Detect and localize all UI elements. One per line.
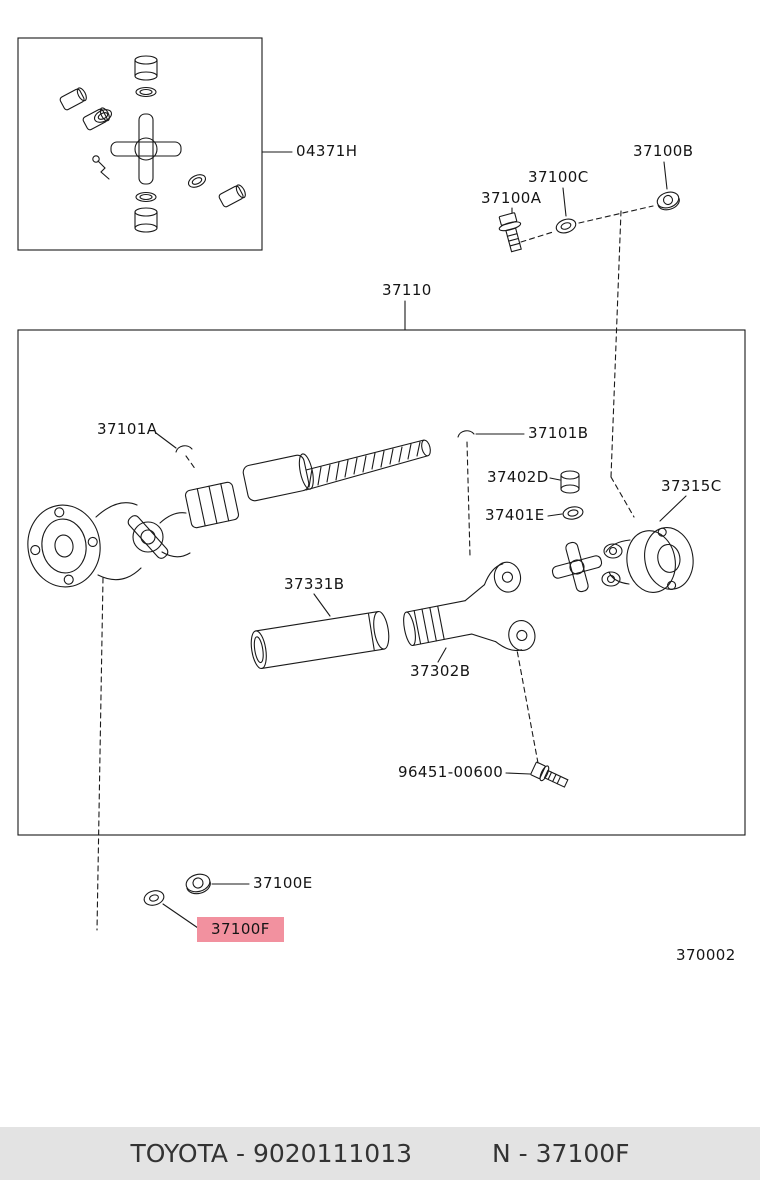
footer-part-ref: N - 37100F <box>492 1139 630 1168</box>
universal-joint-kit-drawing <box>59 55 246 233</box>
kit-box-frame <box>17 37 263 251</box>
slip-yoke-37302B-drawing <box>403 561 536 652</box>
part-label-37101b: 37101B <box>528 424 589 442</box>
footer-catalog-code: TOYOTA - 9020111013 <box>130 1139 413 1168</box>
part-label-96451-00600: 96451-00600 <box>398 763 504 781</box>
front-flange-joint-drawing <box>27 453 314 588</box>
part-label-37101a: 37101A <box>97 420 158 438</box>
part-label-37302b: 37302B <box>410 662 471 680</box>
nut-37100B-drawing <box>656 191 680 211</box>
grease-fitting-drawing <box>92 155 110 180</box>
flange-yoke-37315C-drawing <box>601 527 694 593</box>
spacer-37402D-drawing <box>560 470 580 494</box>
part-label-37100e: 37100E <box>253 874 313 892</box>
nut-37100E-drawing <box>185 873 211 895</box>
part-label-37401e: 37401E <box>485 506 545 524</box>
snap-ring-37101B-drawing <box>457 430 475 438</box>
washer-37100C-drawing <box>555 218 577 234</box>
dashed-connector-lines <box>96 205 654 931</box>
part-label-37100c: 37100C <box>528 168 589 186</box>
part-label-37315c: 37315C <box>661 477 722 495</box>
dust-cover-tube-37331B-drawing <box>250 610 390 670</box>
part-label-37402d: 37402D <box>487 468 549 486</box>
washer-37401E-drawing <box>562 506 584 520</box>
page-number: 370002 <box>676 946 736 964</box>
part-label-37100f-highlighted: 37100F <box>197 917 284 942</box>
spider-cross-drawing <box>110 113 182 185</box>
footer-bar: TOYOTA - 9020111013 N - 37100F <box>0 1127 760 1180</box>
bolt-96451-drawing <box>530 761 569 788</box>
rear-spider-drawing <box>551 541 603 593</box>
assembly-box-frame <box>17 329 746 836</box>
snap-ring-37101A-drawing <box>175 445 193 453</box>
leader-lines <box>155 151 687 929</box>
part-label-04371h: 04371H <box>296 142 358 160</box>
washer-37100F-drawing <box>143 890 165 906</box>
part-label-37110: 37110 <box>382 281 432 299</box>
part-label-37100a: 37100A <box>481 189 542 207</box>
part-label-37100b: 37100B <box>633 142 694 160</box>
bolt-37100A-drawing <box>498 212 522 253</box>
part-label-37331b: 37331B <box>284 575 345 593</box>
splined-shaft-drawing <box>305 439 431 491</box>
